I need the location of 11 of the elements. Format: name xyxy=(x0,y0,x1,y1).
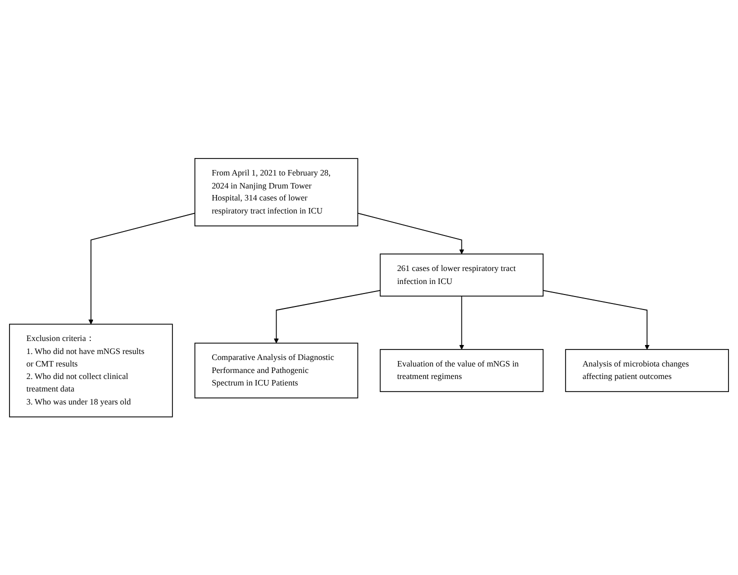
arrow xyxy=(274,290,381,344)
node-box: From April 1, 2021 to February 28, 2024 in Nanjing Drum Tower Hospital, 314 cases of lower respiratory tract infection in ICU xyxy=(194,158,358,226)
arrow xyxy=(357,212,464,254)
arrow xyxy=(88,212,196,324)
node-box: Comparative Analysis of Diagnostic Performance and Pathogenic Spectrum in ICU Patients xyxy=(194,342,358,398)
node-box: Exclusion criteria： 1. Who did not have mNGS results or CMT results 2. Who did not collect clinical treatment data 3. Who was under 18 years old xyxy=(9,324,173,418)
node-box: Evaluation of the value of mNGS in treatment regimens xyxy=(380,348,544,392)
arrow xyxy=(459,296,464,350)
node-box: Analysis of microbiota changes affecting patient outcomes xyxy=(565,348,729,392)
arrow xyxy=(542,290,650,350)
node-box: 261 cases of lower respiratory tract infection in ICU xyxy=(380,253,544,296)
